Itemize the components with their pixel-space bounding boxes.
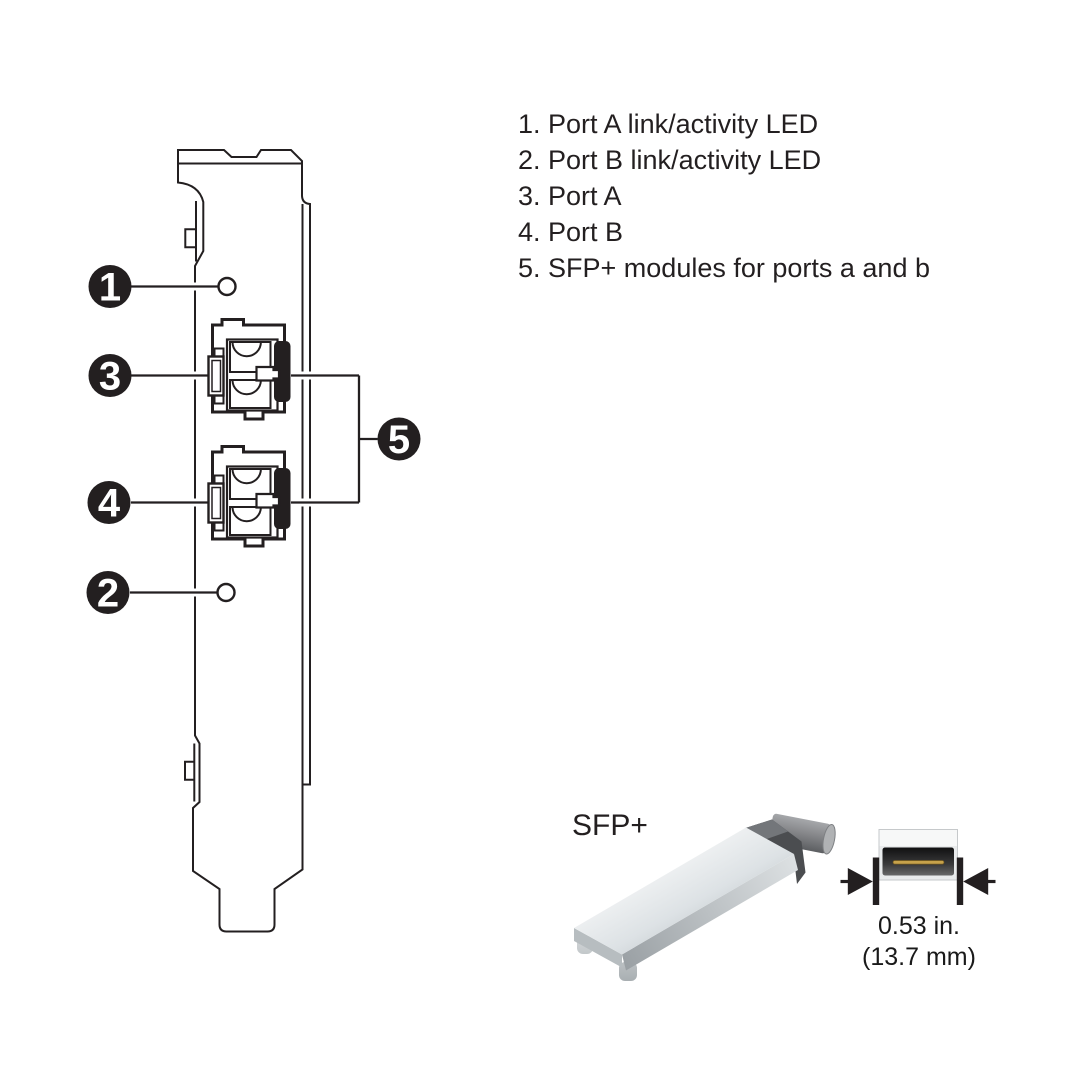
callout-5-circle [377,417,421,461]
callout-2-circle [86,571,130,614]
led-hole-port-a [217,276,237,297]
legend-item-5: 5. SFP+ modules for ports a and b [518,253,930,283]
end-view-highlight [879,830,957,846]
module-side-face [622,854,798,971]
led-hole-port-b [216,582,236,603]
callout-leader-lines [130,282,378,597]
callout-5-number: 5 [388,418,410,462]
dimension-arrow-left-icon [847,868,873,895]
callout-3-number: 3 [99,355,121,399]
port-b-connector [207,445,292,548]
legend-item-3: 3. Port A [518,181,622,211]
dimension-inches: 0.53 in. [877,912,960,940]
sfp-end-view [840,829,996,905]
callout-4: 4 [87,481,131,526]
bracket-tab-bottom-left [184,760,195,781]
callout-1: 1 [88,265,132,310]
dimension-bar-left [872,857,880,905]
callout-4-number: 4 [98,482,121,526]
module-end-face [574,928,622,968]
module-top-face [574,827,794,955]
dimension-arrow-right-icon [963,868,989,895]
legend-item-1: 1. Port A link/activity LED [518,109,819,139]
callout-1-number: 1 [99,266,121,310]
callout-1-circle [88,265,132,308]
port-a-connector [207,318,292,421]
callout-3: 3 [88,354,132,399]
callout-3-circle [88,354,132,397]
sfp-module-label: SFP+ [572,809,648,842]
leader-bracket-callout-5 [291,374,378,504]
dimension-bar-right [956,857,964,905]
callout-5: 5 [377,417,421,462]
dimension-text: 0.53 in. (13.7 mm) [839,911,999,973]
end-view-connector-pins [892,860,945,865]
legend-item-4: 4. Port B [518,217,624,247]
bracket-tab-top-left [184,228,196,249]
module-foot-right [619,962,637,981]
sfp-module-illustration [574,813,836,981]
callout-2-number: 2 [97,572,119,616]
legend-item-2: 2. Port B link/activity LED [518,145,822,175]
dimension-millimeters: (13.7 mm) [862,943,976,971]
legend: 1. Port A link/activity LED 2. Port B li… [518,106,930,286]
callout-2: 2 [86,571,130,616]
callout-4-circle [87,481,131,524]
